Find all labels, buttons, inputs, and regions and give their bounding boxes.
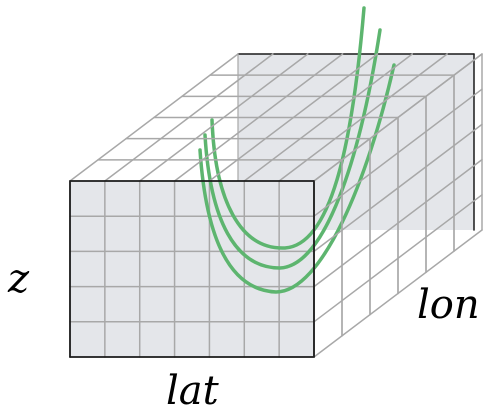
green-curve-2 (203, 28, 382, 270)
lat-axis-label: lat (166, 368, 220, 412)
green-curve-3 (198, 63, 396, 294)
right-grid-depth (313, 194, 483, 323)
green-curves-front (198, 6, 396, 294)
front-face-fill (70, 181, 314, 357)
right-grid-depth (313, 123, 483, 253)
right-grid-depth (313, 158, 483, 288)
right-grid-depth (313, 229, 483, 358)
z-axis-label: z (7, 256, 30, 302)
cube-top-face (69, 53, 483, 182)
right-grid-depth (313, 88, 483, 217)
lon-axis-label: lon (417, 282, 480, 328)
green-curve-1 (210, 6, 366, 250)
cube-front-face (69, 180, 315, 358)
